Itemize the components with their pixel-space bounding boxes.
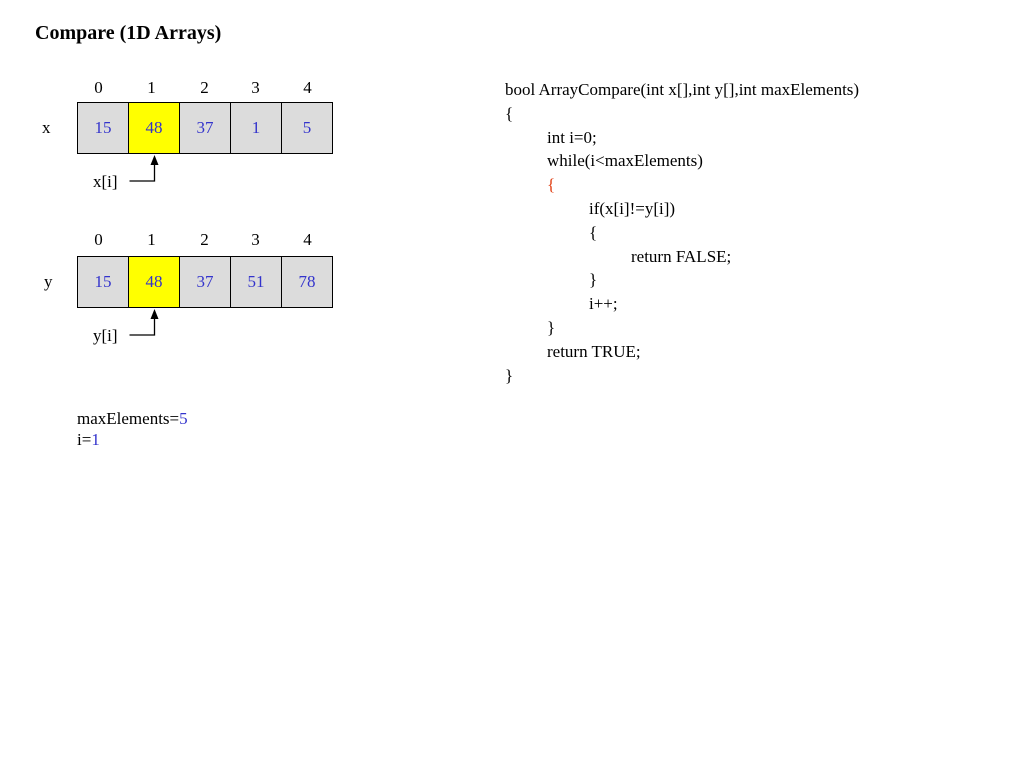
pointer-arrow-icon: [129, 309, 159, 336]
array-cell-highlighted: 48: [128, 102, 180, 154]
code-line: while(i<maxElements): [547, 151, 703, 171]
index-label: 0: [94, 78, 103, 97]
code-line: int i=0;: [547, 127, 597, 147]
code-line: {: [589, 222, 598, 242]
array-cell: 51: [230, 256, 282, 308]
code-line: }: [547, 318, 556, 337]
index-label: 1: [147, 230, 156, 249]
code-line-current: {: [547, 175, 556, 195]
pointer-arrowhead: [150, 155, 159, 165]
code-line: return TRUE;: [547, 341, 641, 361]
index-label: 2: [200, 78, 209, 97]
array-cell: 37: [179, 256, 231, 308]
pointer-arrowhead: [150, 309, 159, 319]
code-line: return FALSE;: [631, 246, 732, 266]
variable-value: 5: [179, 409, 188, 428]
array-cell: 15: [77, 256, 129, 308]
array-cell: 78: [281, 256, 333, 308]
variable-value: 1: [91, 430, 100, 449]
variable-name: i=: [77, 430, 92, 449]
page-title: Compare (1D Arrays): [35, 22, 222, 44]
pointer-label: x[i]: [93, 172, 118, 191]
variable-i: i=1: [77, 429, 188, 450]
index-label: 3: [251, 78, 260, 97]
variables-panel: maxElements=5 i=1: [77, 408, 188, 450]
variable-max-elements: maxElements=5: [77, 408, 188, 429]
code-line: i++;: [589, 294, 618, 314]
code-line: if(x[i]!=y[i]): [589, 199, 676, 218]
code-line: }: [589, 270, 598, 290]
pointer-line: [129, 317, 156, 336]
array-name-label: x: [42, 118, 51, 137]
array-cell: 15: [77, 102, 129, 154]
code-line: {: [505, 103, 514, 123]
array-cell: 5: [281, 102, 333, 154]
index-label: 0: [94, 230, 103, 249]
pointer-label: y[i]: [93, 326, 118, 345]
pointer-line: [129, 163, 156, 182]
array-cell: 1: [230, 102, 282, 154]
index-label: 2: [200, 230, 209, 249]
index-label: 4: [303, 230, 312, 249]
array-name-label: y: [44, 272, 53, 291]
array-cell: 37: [179, 102, 231, 154]
code-line: }: [505, 365, 514, 385]
code-line: bool ArrayCompare(int x[],int y[],int ma…: [505, 80, 860, 99]
index-label: 1: [147, 78, 156, 97]
array-cell-highlighted: 48: [128, 256, 180, 308]
variable-name: maxElements=: [77, 409, 180, 428]
pointer-arrow-icon: [129, 155, 159, 182]
index-label: 3: [251, 230, 260, 249]
index-label: 4: [303, 78, 312, 97]
